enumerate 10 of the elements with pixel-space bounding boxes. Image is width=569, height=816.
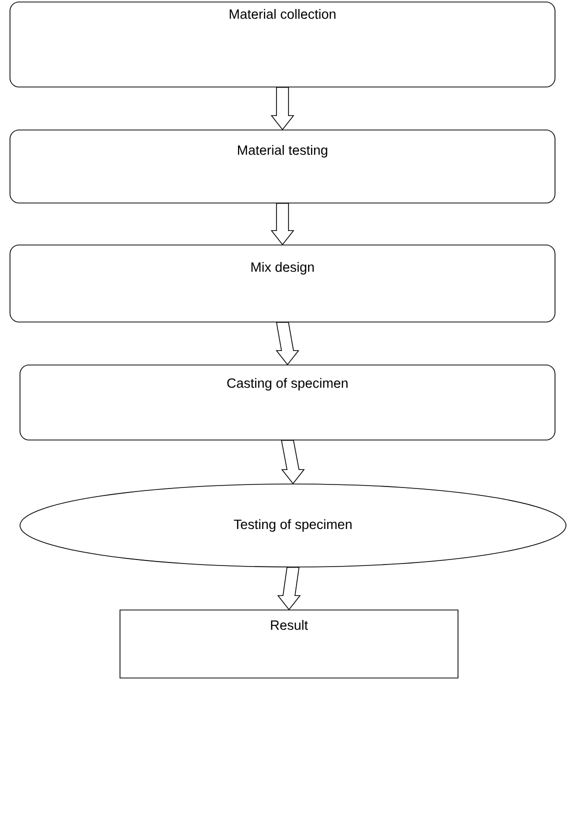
block-arrow (281, 440, 305, 484)
process-box: Material testing (10, 130, 556, 204)
block-arrow (270, 203, 294, 246)
block-arrow (276, 322, 300, 366)
process-box: Casting of specimen (20, 364, 556, 440)
block-arrow (277, 567, 301, 610)
block-arrow (270, 87, 294, 130)
process-box: Mix design (10, 244, 556, 322)
result-box: Result (120, 610, 458, 678)
process-box: Material collection (10, 2, 556, 88)
